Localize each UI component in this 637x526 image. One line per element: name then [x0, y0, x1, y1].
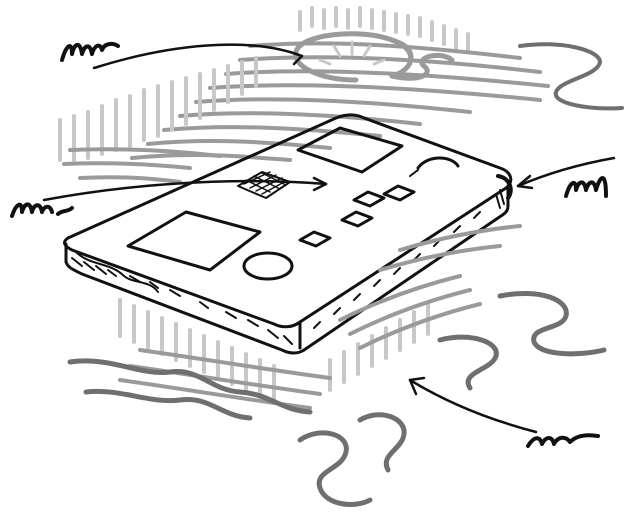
lower-right-squiggle: [500, 293, 604, 353]
device-right-side: [300, 186, 508, 350]
background-hatching-bottom: [70, 226, 604, 504]
callout-left-label: [12, 204, 72, 216]
callout-bottom-right-arrow: [410, 380, 536, 432]
upper-horizontal-stripes: [132, 43, 548, 160]
lower-center-squiggle: [440, 337, 496, 388]
callout-top-left-label: [62, 44, 118, 60]
callout-right-label: [566, 178, 606, 196]
bottom-squiggle: [300, 433, 370, 505]
callout-bottom-right-label: [528, 435, 598, 446]
corner-indicator: [418, 158, 458, 168]
device-right-corner: [498, 176, 511, 198]
small-button-2: [342, 212, 372, 226]
small-button-4: [384, 186, 414, 200]
bottom-squiggle-2: [360, 415, 404, 470]
small-button-1: [300, 232, 330, 246]
lower-horizontal-stripes: [120, 226, 520, 408]
front-side-shading: [72, 252, 292, 344]
button-row: [300, 186, 414, 246]
speaker-grille: [238, 172, 290, 198]
display-window-left: [128, 212, 260, 270]
small-button-3: [354, 192, 384, 206]
round-button: [244, 253, 292, 279]
